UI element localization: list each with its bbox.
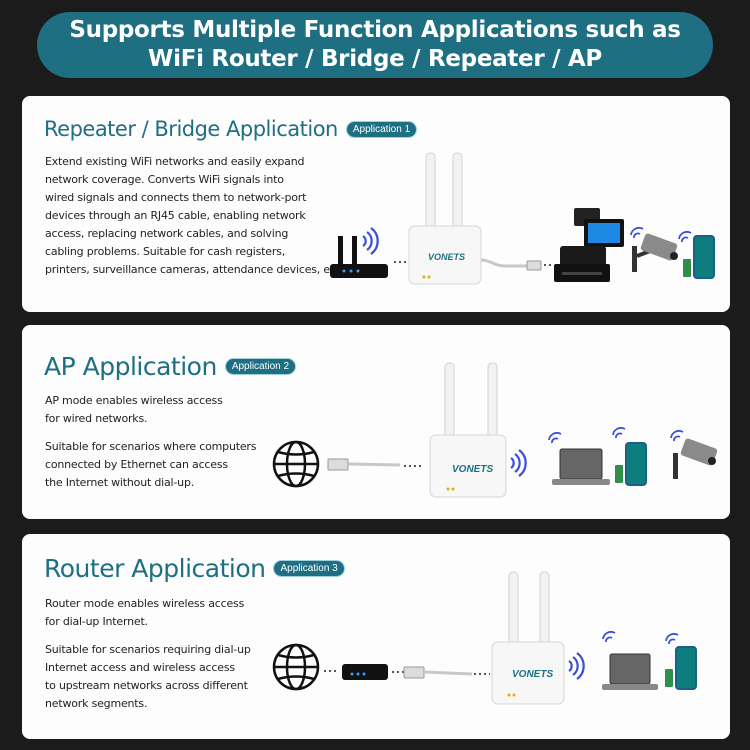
ap-illustration: VONETS: [272, 362, 718, 498]
ap-title: AP Application: [44, 352, 217, 381]
wifi-icon: [602, 631, 616, 643]
text-line: printers, surveillance cameras, attendan…: [45, 263, 344, 276]
ethernet-cable-icon: [403, 666, 473, 679]
smartphone-icon: [665, 646, 697, 690]
text-line: Suitable for scenarios where computers: [45, 440, 257, 453]
text-line: wired signals and connects them to netwo…: [45, 191, 307, 204]
wifi-icon: [612, 427, 626, 439]
ethernet-cable-icon: [327, 458, 401, 471]
text-line: Router mode enables wireless access: [45, 597, 245, 610]
repeater-bridge-panel: Repeater / Bridge Application Applicatio…: [22, 96, 730, 312]
text-line: access, replacing network cables, and so…: [45, 227, 289, 240]
repeater-title: Repeater / Bridge Application: [44, 117, 338, 141]
text-line: Extend existing WiFi networks and easily…: [45, 155, 305, 168]
text-line: for dial-up Internet.: [45, 615, 148, 628]
application-badge: Application 2: [224, 358, 297, 375]
vonets-device-icon: VONETS: [491, 571, 565, 705]
banner-line-1: Supports Multiple Function Applications …: [69, 17, 681, 43]
text-line: for wired networks.: [45, 412, 148, 425]
repeater-title-row: Repeater / Bridge Application Applicatio…: [44, 117, 418, 141]
laptop-icon: [552, 448, 610, 485]
ap-description: AP mode enables wireless access for wire…: [45, 392, 256, 492]
banner-line-2: WiFi Router / Bridge / Repeater / AP: [148, 46, 602, 72]
security-camera-icon: [673, 438, 718, 479]
text-line: cabling problems. Suitable for cash regi…: [45, 245, 285, 258]
device-logo: VONETS: [512, 669, 553, 680]
header-banner: Supports Multiple Function Applications …: [37, 12, 713, 78]
smartphone-icon: [683, 235, 715, 279]
ap-panel: AP Application Application 2 AP mode ena…: [22, 325, 730, 519]
wifi-icon: [630, 227, 644, 239]
text-line: AP mode enables wireless access: [45, 394, 223, 407]
repeater-description: Extend existing WiFi networks and easily…: [45, 153, 343, 279]
globe-icon: [272, 440, 320, 488]
modem-icon: [342, 664, 388, 680]
text-line: Internet access and wireless access: [45, 661, 235, 674]
wifi-icon: [670, 430, 684, 442]
vonets-device-icon: VONETS: [429, 362, 507, 498]
text-line: network segments.: [45, 697, 148, 710]
router-icon: [330, 236, 388, 278]
text-line: connected by Ethernet can access: [45, 458, 228, 471]
wifi-icon: [510, 449, 527, 477]
smartphone-icon: [615, 442, 647, 486]
ethernet-cable-icon: [480, 258, 542, 271]
router-description: Router mode enables wireless access for …: [45, 595, 251, 713]
application-badge: Application 1: [345, 120, 418, 138]
text-line: the Internet without dial-up.: [45, 476, 195, 489]
application-badge: Application 3: [273, 560, 345, 577]
repeater-illustration: VONETS: [330, 152, 715, 285]
wifi-icon: [678, 231, 692, 243]
laptop-icon: [602, 653, 658, 690]
text-line: to upstream networks across different: [45, 679, 248, 692]
device-logo: VONETS: [452, 464, 493, 475]
text-line: Suitable for scenarios requiring dial-up: [45, 643, 251, 656]
vonets-device-icon: VONETS: [408, 152, 482, 285]
wifi-icon: [548, 432, 562, 444]
wifi-icon: [568, 652, 585, 680]
text-line: devices through an RJ45 cable, enabling …: [45, 209, 306, 222]
cash-register-icon: [554, 208, 624, 282]
wifi-icon: [665, 633, 679, 645]
globe-icon: [272, 643, 320, 691]
router-illustration: VONETS: [272, 571, 697, 705]
router-panel: Router Application Application 3 Router …: [22, 534, 730, 739]
security-camera-icon: [632, 233, 678, 272]
router-title: Router Application: [44, 554, 266, 583]
ap-title-row: AP Application Application 2: [44, 352, 297, 381]
device-logo: VONETS: [428, 252, 465, 262]
router-title-row: Router Application Application 3: [44, 554, 345, 583]
text-line: network coverage. Converts WiFi signals …: [45, 173, 284, 186]
wifi-icon: [362, 227, 379, 255]
